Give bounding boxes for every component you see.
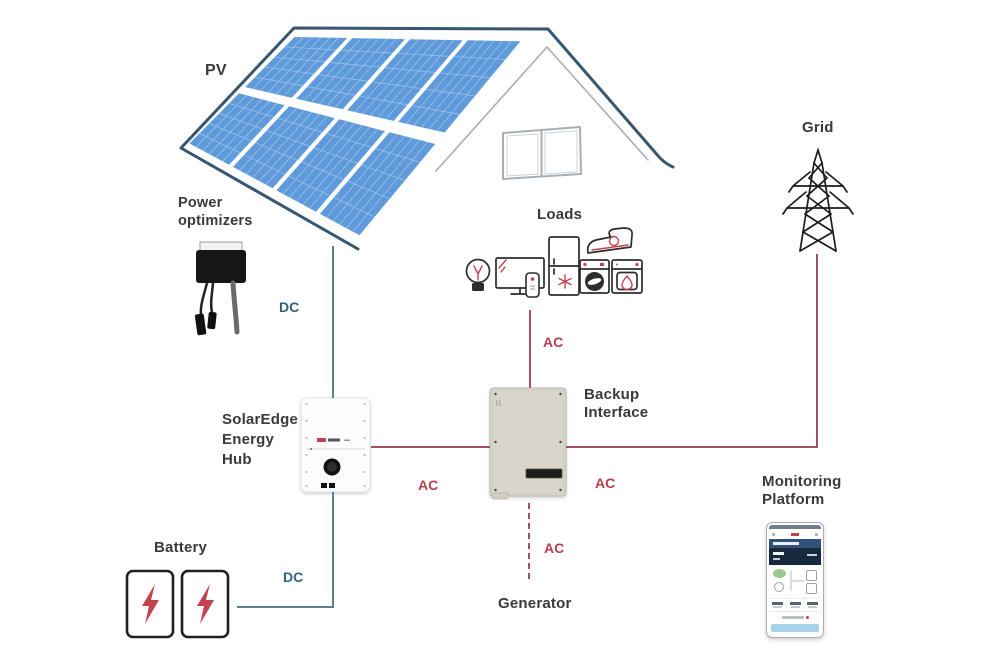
phone-home-bubble [806,570,817,581]
ac-label-grid: AC [595,475,616,491]
grid-label: Grid [802,119,834,136]
phone-status-bar [769,525,821,529]
lightbulb-icon [465,258,491,291]
monitoring-phone-icon [766,522,824,638]
phone-stats-row [769,598,821,611]
phone-measurements-row [769,611,821,623]
phone-site-header [769,539,821,548]
phone-pv-bubble [773,569,786,578]
phone-nav-bar [769,529,821,539]
washing-machine-icon [579,259,610,294]
dc-line-pv-to-inverter [332,246,334,398]
ac-line-backup-to-grid-horizontal [566,446,818,448]
pv-label: PV [205,62,227,79]
ac-label-loads: AC [543,334,564,350]
monitoring-label-line2: Platform [762,490,825,508]
iron-icon [586,227,633,254]
power-optimizer-icon [194,241,246,336]
phone-site-photo [769,548,821,565]
phone-back-icon [772,533,775,536]
inverter-label-line3: Hub [222,451,252,468]
remote-icon [525,272,540,298]
dc-line-inverter-to-battery-horizontal [237,606,334,608]
house-roof [179,26,675,251]
inverter-label-line1: SolarEdge [222,411,298,428]
inverter-screws [305,402,366,488]
backup-interface-label-line2: Interface [584,403,649,421]
inverter-icon [300,397,371,493]
oven-icon [611,259,643,294]
phone-photo-text2 [773,558,780,560]
phone-record-dot [805,616,809,619]
window-icon [502,126,582,180]
dc-label-pv: DC [279,299,300,315]
refrigerator-icon [548,236,580,296]
phone-action-button [771,624,819,632]
dc-line-inverter-to-battery-vertical [332,492,334,608]
loads-icons [465,227,643,298]
backup-screws [494,392,562,492]
phone-grid-bubble [774,582,784,592]
phone-menu-icon [815,533,818,536]
phone-photo-text1 [773,552,784,555]
phone-stat [804,599,821,611]
phone-logo-icon [791,533,799,536]
phone-power-flow-panel [769,565,821,598]
ac-line-backup-to-grid-vertical [816,254,818,448]
grid-tower-icon [782,147,854,252]
loads-label: Loads [537,206,583,223]
phone-measurements-bar [781,616,804,619]
phone-flow-line-h [790,580,804,582]
ac-label-generator: AC [544,540,565,556]
dc-label-battery: DC [283,569,304,585]
ac-label-inverter: AC [418,477,439,493]
battery-icon [125,569,230,639]
tv-icon [495,257,545,295]
power-optimizers-label-line2: optimizers [178,212,253,229]
phone-battery-bubble [806,583,817,594]
power-optimizers-label-line1: Power [178,195,223,211]
phone-photo-text3 [807,554,817,556]
backup-interface-icon [489,387,567,500]
inverter-label-line2: Energy [222,431,275,448]
phone-stat [769,599,787,611]
phone-site-title-bar [773,542,799,545]
generator-label: Generator [498,595,572,612]
battery-label: Battery [154,539,208,556]
monitoring-label-line1: Monitoring [762,473,842,490]
phone-stat [787,599,805,611]
ac-line-loads-to-backup [529,310,531,388]
backup-interface-label-line1: Backup [584,386,640,403]
ac-line-inverter-to-backup [371,446,490,448]
ac-dashed-line-backup-to-generator [528,503,530,579]
